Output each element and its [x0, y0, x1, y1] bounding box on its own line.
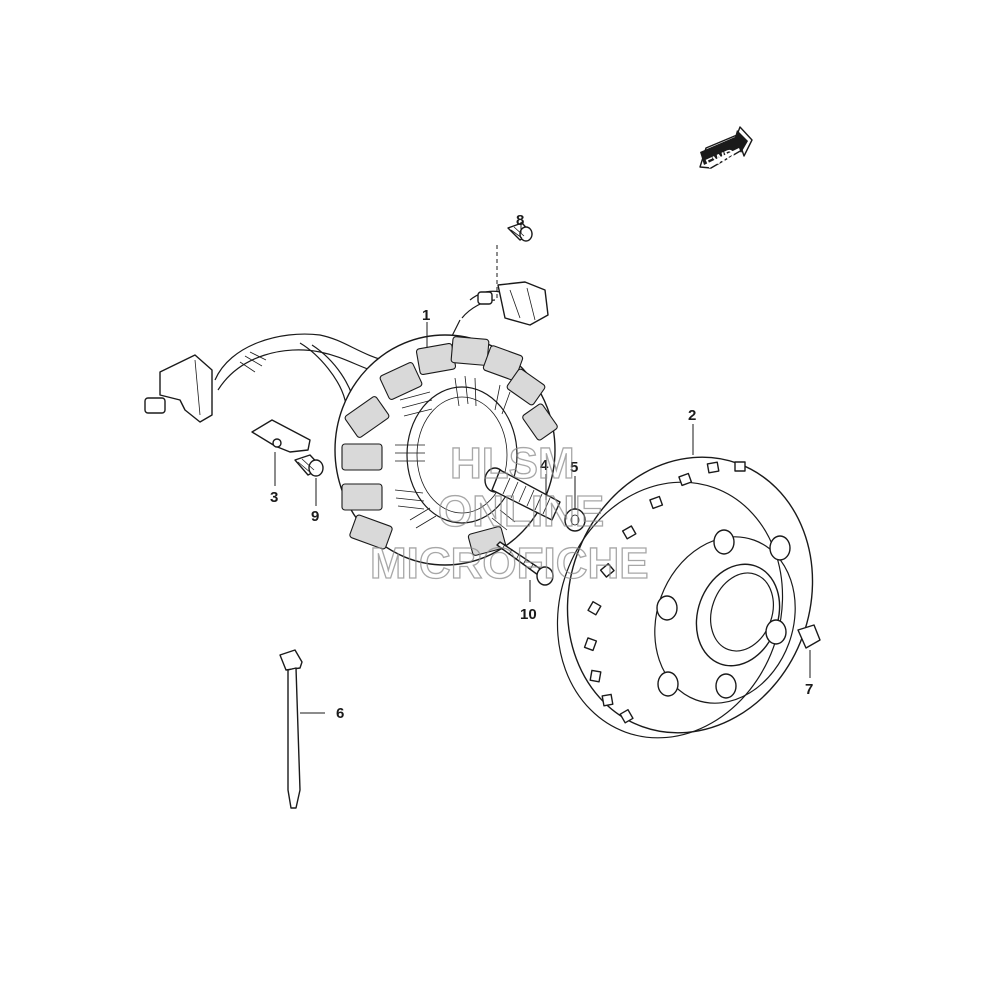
callout-1: 1 — [422, 307, 430, 324]
callout-5: 5 — [570, 459, 578, 476]
watermark-line-1: HLSM — [450, 439, 575, 488]
rotor-flywheel-icon — [556, 456, 814, 739]
callout-3: 3 — [270, 489, 278, 506]
watermark-line-3: MICROFICHE — [370, 539, 649, 588]
callout-6: 6 — [336, 705, 344, 722]
woodruff-key-7-icon — [797, 624, 821, 649]
callout-2: 2 — [688, 407, 696, 424]
callout-7: 7 — [805, 681, 813, 698]
callout-4: 4 — [540, 457, 549, 474]
bolt-10-icon — [496, 541, 554, 586]
callout-10: 10 — [520, 606, 537, 623]
cable-tie-6-icon — [279, 649, 303, 809]
clamp-3-icon — [251, 419, 311, 453]
callout-8: 8 — [516, 212, 524, 229]
bolt-4-icon — [484, 467, 561, 521]
callout-9: 9 — [311, 508, 319, 525]
bolt-8-icon — [507, 222, 533, 242]
bolt-9-icon — [294, 454, 324, 477]
stator-assembly-icon — [144, 281, 558, 566]
watermark-line-2: ONLINE — [438, 487, 604, 536]
fwd-arrow-icon: FWD — [699, 126, 753, 171]
